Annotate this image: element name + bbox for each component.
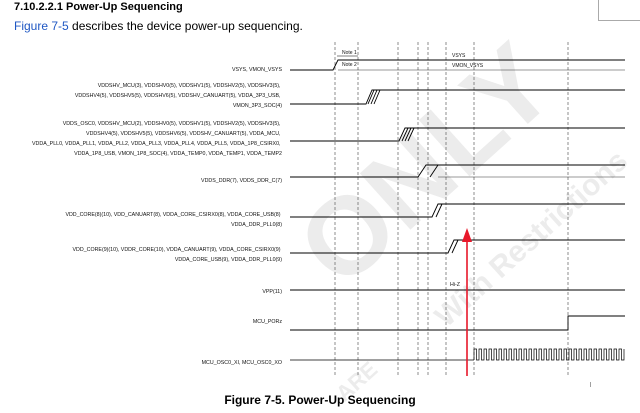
- intro-paragraph: Figure 7-5 describes the device power-up…: [14, 19, 303, 33]
- intro-text: describes the device power-up sequencing…: [68, 19, 303, 33]
- waveforms: [290, 59, 625, 331]
- signal-vddshv-mcu: VDDSHV_MCU(3), VDDSHV0(5), VDDSHV1(5), V…: [75, 83, 282, 109]
- signal-vdd-core-2: VDD_CORE(9)(10), VDDR_CORE(10), VDDA_CAN…: [73, 247, 283, 263]
- label-vmon-vsys: VMON_VSYS: [452, 63, 484, 69]
- signal-mcu-osc0: MCU_OSC0_XI, MCU_OSC0_XO: [202, 360, 282, 366]
- signal-vdd-core: VDD_CORE(8)(10), VDD_CANUART(8), VDDA_CO…: [65, 212, 282, 228]
- signal-vdds-ddr: VDDS_DDR(7), VDDS_DDR_C(7): [201, 178, 282, 184]
- wave-mcu-porz: [290, 315, 625, 331]
- signal-vpp: VPP(11): [262, 289, 282, 295]
- wave-vdds-ddr: [290, 164, 625, 178]
- wave-vddshv-mcu: [290, 89, 625, 105]
- wave-vdd-core: [290, 203, 625, 218]
- figure-id-mark: |: [590, 382, 591, 388]
- wave-vdds-osc0: [290, 127, 625, 142]
- signal-mcu-porz: MCU_PORz: [253, 319, 282, 325]
- note-2: Note 2: [342, 62, 357, 68]
- figure-caption: Figure 7-5. Power-Up Sequencing: [224, 393, 416, 407]
- note-1: Note 1: [342, 50, 357, 56]
- signal-vdds-osc0: VDDS_OSC0, VDDSHV_MCU(2), VDDSHV0(5), VD…: [32, 121, 282, 157]
- red-arrow: [462, 228, 472, 376]
- wave-mcu-osc0: [290, 348, 625, 361]
- timing-guides: [334, 42, 569, 376]
- figure-link[interactable]: Figure 7-5: [14, 19, 69, 33]
- label-hiz: Hi-Z: [450, 282, 461, 288]
- corner-box: [598, 0, 640, 21]
- label-vsys: VSYS: [452, 53, 466, 59]
- signal-vsys: VSYS, VMON_VSYS: [232, 67, 283, 73]
- wave-vdd-core-2: [290, 239, 625, 254]
- section-heading: 7.10.2.2.1 Power-Up Sequencing: [14, 1, 183, 13]
- watermark: ONLY With Restrictions ARE: [275, 20, 634, 406]
